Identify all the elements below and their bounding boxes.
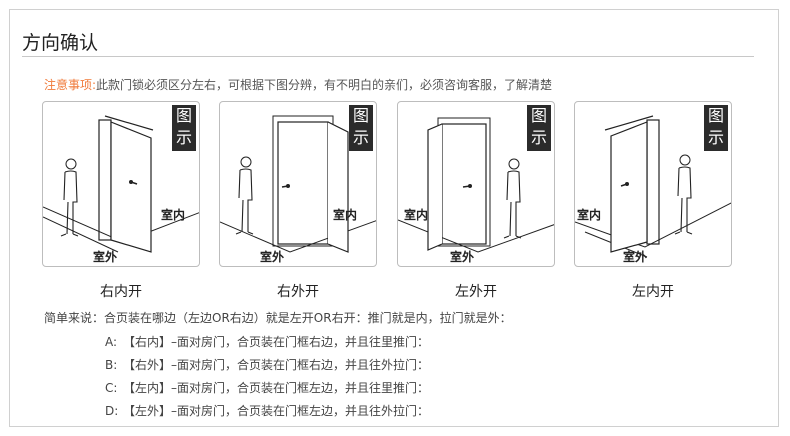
door-illustration (43, 115, 199, 253)
door-illustration (575, 115, 731, 258)
diagram-badge: 图示 (704, 105, 728, 151)
inside-label: 室内 (161, 208, 186, 222)
content-frame (9, 9, 779, 427)
notice-highlight: 注意事项: (44, 78, 97, 92)
door-illustration (220, 115, 376, 253)
door-illustration (398, 117, 554, 253)
inside-label: 室内 (333, 208, 358, 222)
rule-line: C:【左内】–面对房门，合页装在门框左边，并且往里推门： (105, 381, 430, 395)
summary-text: 简单来说：合页装在哪边（左边OR右边）就是左开OR右开：推门就是内，拉门就是外： (44, 311, 512, 325)
notice-text: 注意事项:此款门锁必须区分左右，可根据下图分辨，有不明白的亲们，必须咨询客服，了… (44, 76, 552, 93)
caption-left-outward: 左外开 (455, 284, 497, 300)
rule-line: A:【右内】–面对房门，合页装在门框右边，并且往里推门： (105, 335, 430, 349)
inside-label: 室内 (577, 208, 602, 222)
caption-right-outward: 右外开 (277, 284, 319, 300)
outside-label: 室外 (623, 250, 648, 264)
rule-line: B:【右外】–面对房门，合页装在门框右边，并且往外拉门： (105, 358, 430, 372)
diagram-panel-right-inward: 图示 室内 室外 (42, 101, 200, 267)
title-divider (22, 56, 754, 57)
outside-label: 室外 (260, 250, 285, 264)
diagram-panel-left-inward: 图示 室内 室外 (574, 101, 732, 267)
diagram-panel-left-outward: 图示 室内 室外 (397, 101, 555, 267)
rule-line: D:【左外】–面对房门，合页装在门框左边，并且往外拉门： (105, 404, 430, 418)
page-title: 方向确认 (22, 32, 99, 54)
outside-label: 室外 (450, 250, 475, 264)
diagram-badge: 图示 (349, 105, 373, 151)
diagram-panel-right-outward: 图示 室内 室外 (219, 101, 377, 267)
caption-right-inward: 右内开 (100, 284, 142, 300)
inside-label: 室内 (404, 208, 429, 222)
outside-label: 室外 (93, 250, 118, 264)
caption-left-inward: 左内开 (632, 284, 674, 300)
diagram-badge: 图示 (527, 105, 551, 151)
notice-body: 此款门锁必须区分左右，可根据下图分辨，有不明白的亲们，必须咨询客服，了解清楚 (96, 78, 553, 92)
diagram-badge: 图示 (172, 105, 196, 151)
